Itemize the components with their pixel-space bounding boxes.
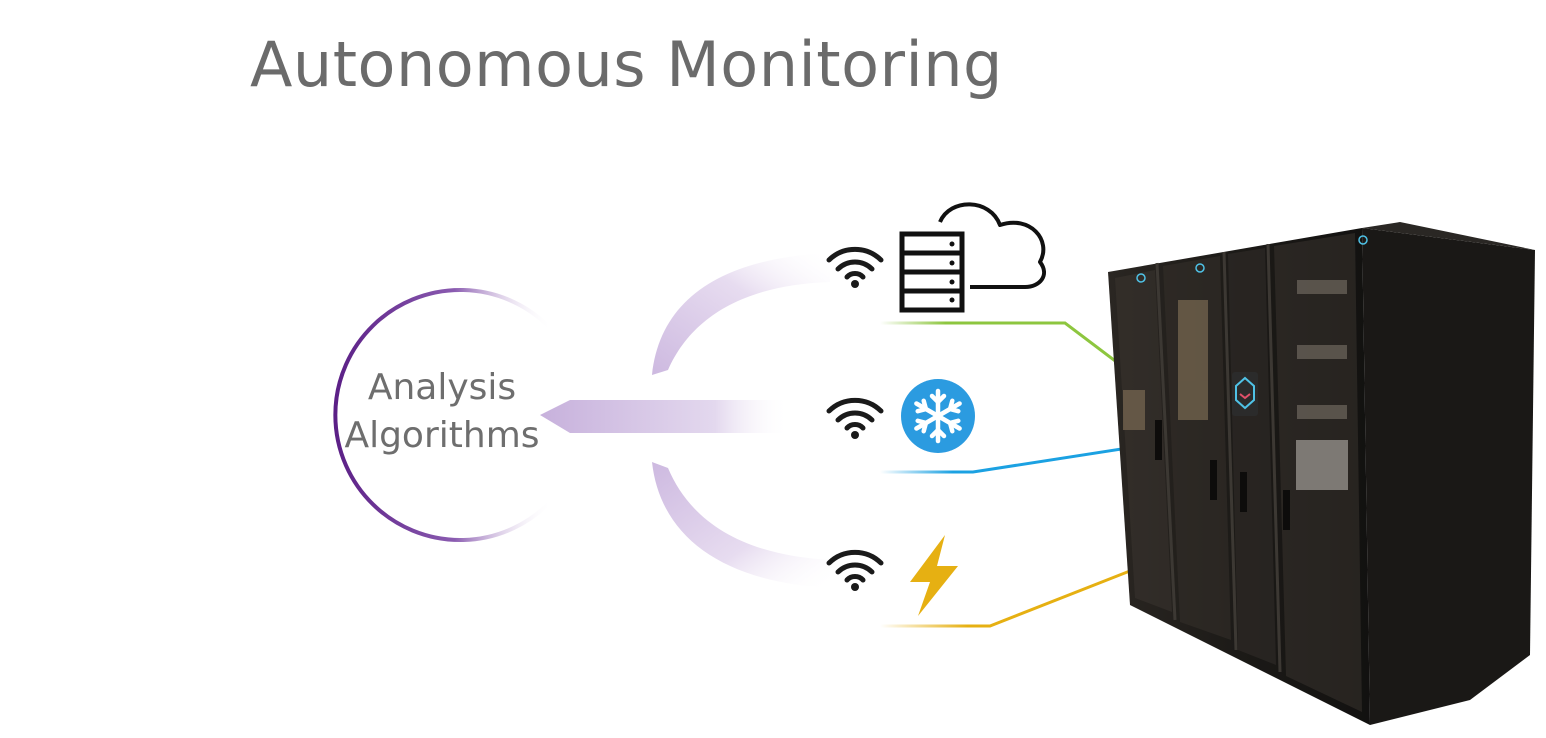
flow-arrows xyxy=(540,253,830,588)
analysis-algorithms-label: Analysis Algorithms xyxy=(322,364,562,460)
connector-line-green xyxy=(880,321,1144,384)
flow-arrow-middle xyxy=(540,400,790,433)
cloud-icon xyxy=(938,202,1046,289)
slide-title: Autonomous Monitoring xyxy=(250,28,1003,101)
wifi-icon xyxy=(826,246,884,288)
server-rack-icon xyxy=(899,231,965,313)
flow-arrow-lower xyxy=(652,462,830,588)
lightning-bolt-icon xyxy=(910,535,958,616)
data-center-rack-photo xyxy=(1108,222,1535,725)
snowflake-icon xyxy=(901,379,975,453)
wifi-icon xyxy=(826,397,884,439)
analysis-label-line1: Analysis xyxy=(367,367,517,408)
wifi-icon xyxy=(826,549,884,591)
flow-arrow-upper xyxy=(652,253,830,375)
analysis-circle xyxy=(333,288,554,542)
analysis-label-line2: Algorithms xyxy=(344,415,540,456)
